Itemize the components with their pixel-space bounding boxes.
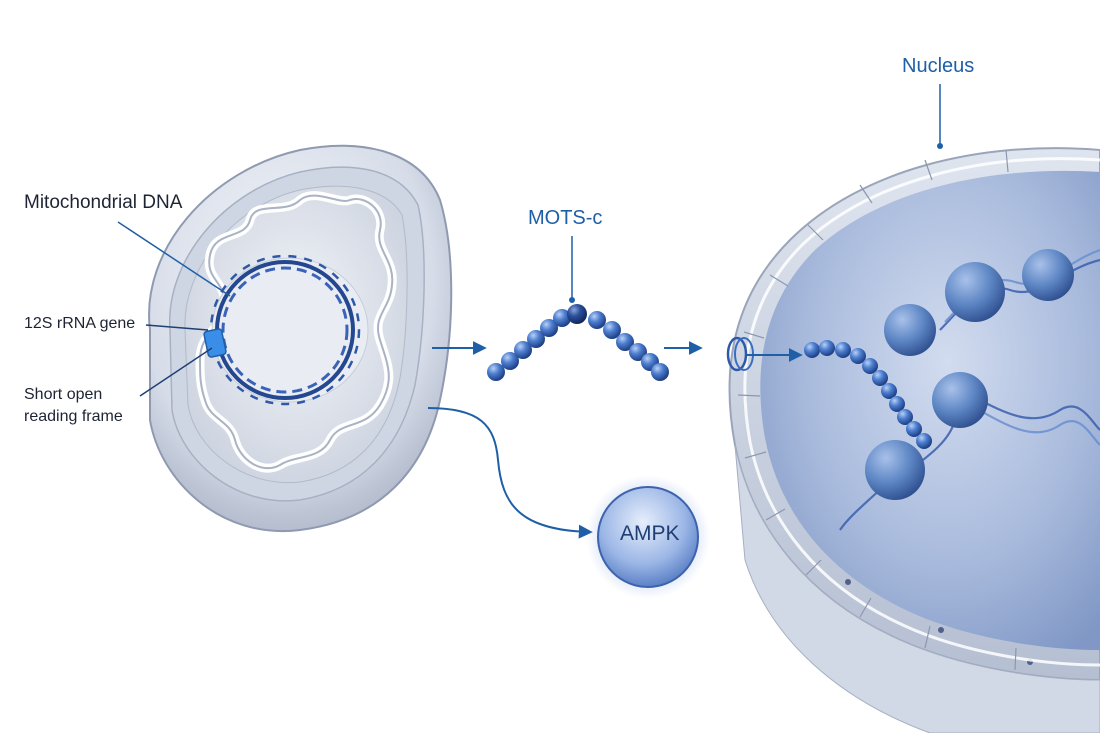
peptide-chain [487, 304, 669, 381]
mitochondrion-illustration [117, 144, 453, 533]
leader-mtdna [117, 221, 231, 297]
label-12s-rrna-gene: 12S rRNA gene [24, 315, 136, 332]
leader-sorf [139, 347, 213, 397]
arrow-to-ampk [427, 407, 593, 539]
label-mitochondrial-dna: Mitochondrial DNA [24, 192, 183, 213]
label-nucleus: Nucleus [902, 55, 975, 77]
label-short-open-reading-frame: Short open reading frame [24, 384, 154, 428]
label-ampk: AMPK [620, 522, 680, 545]
label-sorf-line1: Short open [24, 386, 103, 403]
leader-12s [145, 324, 209, 331]
ampk-sphere [586, 475, 710, 599]
peptide-chain-nuclear [804, 340, 932, 449]
matrix-center [211, 257, 369, 403]
nucleus-illustration [726, 84, 1100, 733]
chromatin-globules [865, 249, 1074, 500]
label-sorf-line2: reading frame [24, 408, 123, 425]
label-mots-c: MOTS-c [528, 207, 603, 229]
